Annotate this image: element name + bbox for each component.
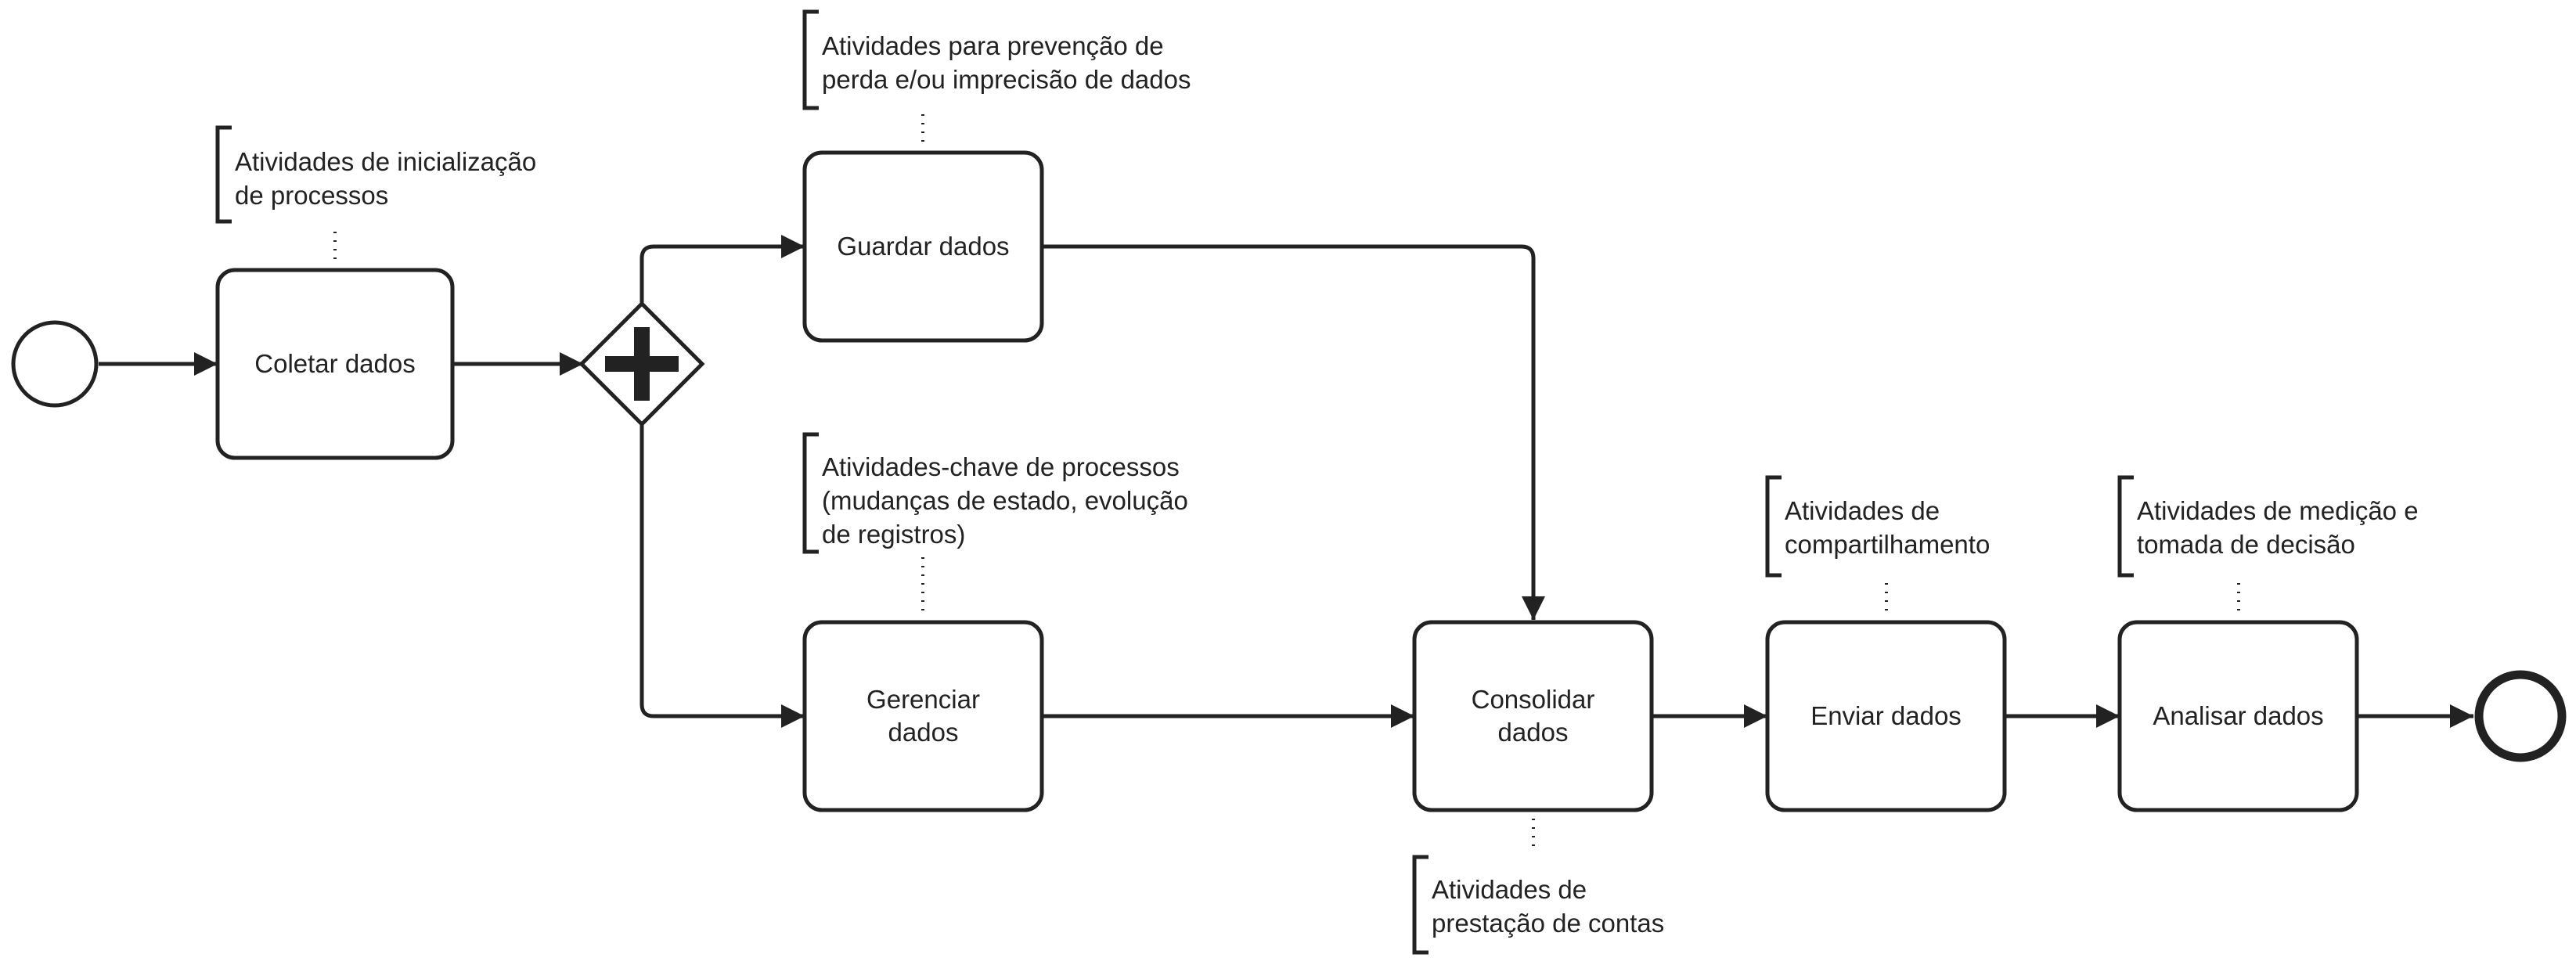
annotation-compartilhamento-line-1: Atividades de: [1785, 496, 1940, 525]
annotation-chave-line-1: Atividades-chave de processos: [822, 452, 1180, 481]
task-gerenciar-label-line-2: dados: [888, 718, 959, 747]
end-event-circle-icon[interactable]: [2474, 670, 2567, 762]
flow-gateway-to-gerenciar[interactable]: [639, 424, 805, 728]
task-consolidar-label-line-1: Consolidar: [1472, 685, 1595, 714]
annotation-prevencao: Atividades para prevenção de perda e/ou i…: [822, 31, 1191, 94]
task-enviar[interactable]: Enviar dados: [1765, 620, 2007, 812]
annotation-prevencao-line-1: Atividades para prevenção de: [822, 31, 1164, 60]
task-guardar-box: [802, 150, 1044, 343]
annotation-prestacao-line-2: prestação de contas: [1432, 909, 1664, 938]
annotation-prevencao-line-2: perda e/ou imprecisão de dados: [822, 65, 1191, 94]
annotation-chave-line-2: (mudanças de estado, evolução: [822, 486, 1188, 515]
annotation-medicao-line-1: Atividades de medição e: [2137, 496, 2419, 525]
events: [11, 320, 2567, 762]
annotation-chave-line-3: de registros): [822, 520, 965, 549]
task-gerenciar-box: [802, 620, 1044, 812]
annotation-prestacao-bracket: [1412, 855, 1429, 955]
annotation-prevencao-bracket: [802, 9, 819, 110]
task-guardar[interactable]: Guardar dados: [802, 150, 1044, 343]
annotation-inicializacao-line-1: Atividades de inicialização: [235, 147, 536, 176]
task-guardar-label-line-1: Guardar dados: [837, 232, 1009, 261]
start-event-circle-icon[interactable]: [11, 320, 99, 408]
parallel-gateway-plus-icon: [605, 327, 679, 401]
annotation-inicializacao-bracket: [215, 125, 232, 224]
task-coletar[interactable]: Coletar dados: [215, 268, 455, 460]
task-consolidar-label-line-2: dados: [1498, 718, 1569, 747]
annotation-medicao-line-2: tomada de decisão: [2137, 530, 2355, 559]
task-gerenciar[interactable]: Gerenciar dados: [802, 620, 1044, 812]
flow-gateway-to-guardar[interactable]: [639, 235, 805, 304]
task-analisar[interactable]: Analisar dados: [2117, 620, 2359, 812]
task-coletar-label-line-1: Coletar dados: [254, 349, 415, 378]
annotation-medicao: Atividades de medição e tomada de decisão: [2137, 496, 2419, 559]
annotation-inicializacao: Atividades de inicialização de processos: [235, 147, 536, 210]
annotation-chave-bracket: [802, 432, 819, 554]
annotation-chave: Atividades-chave de processos (mudanças d…: [822, 452, 1188, 549]
task-analisar-box: [2117, 620, 2359, 812]
parallel-gateway[interactable]: [578, 301, 705, 427]
task-enviar-box: [1765, 620, 2007, 812]
task-consolidar-box: [1412, 620, 1654, 812]
annotation-compartilhamento: Atividades de compartilhamento: [1785, 496, 1990, 559]
sequence-flows: [99, 235, 2473, 728]
task-analisar-label-line-1: Analisar dados: [2153, 701, 2323, 730]
annotation-brackets: [215, 9, 2134, 955]
task-consolidar[interactable]: Consolidar dados: [1412, 620, 1654, 812]
annotation-associations: [333, 114, 2240, 848]
annotation-inicializacao-line-2: de processos: [235, 181, 388, 210]
annotation-compartilhamento-bracket: [1765, 475, 1782, 578]
task-enviar-label-line-1: Enviar dados: [1810, 701, 1962, 730]
annotation-prestacao-line-1: Atividades de: [1432, 875, 1587, 904]
annotation-medicao-bracket: [2117, 475, 2134, 578]
annotation-prestacao: Atividades de prestação de contas: [1432, 875, 1664, 938]
task-gerenciar-label-line-1: Gerenciar: [866, 685, 980, 714]
task-coletar-box: [215, 268, 455, 460]
annotation-compartilhamento-line-2: compartilhamento: [1785, 530, 1990, 559]
flow-guardar-to-consolidar[interactable]: [1042, 244, 1545, 620]
